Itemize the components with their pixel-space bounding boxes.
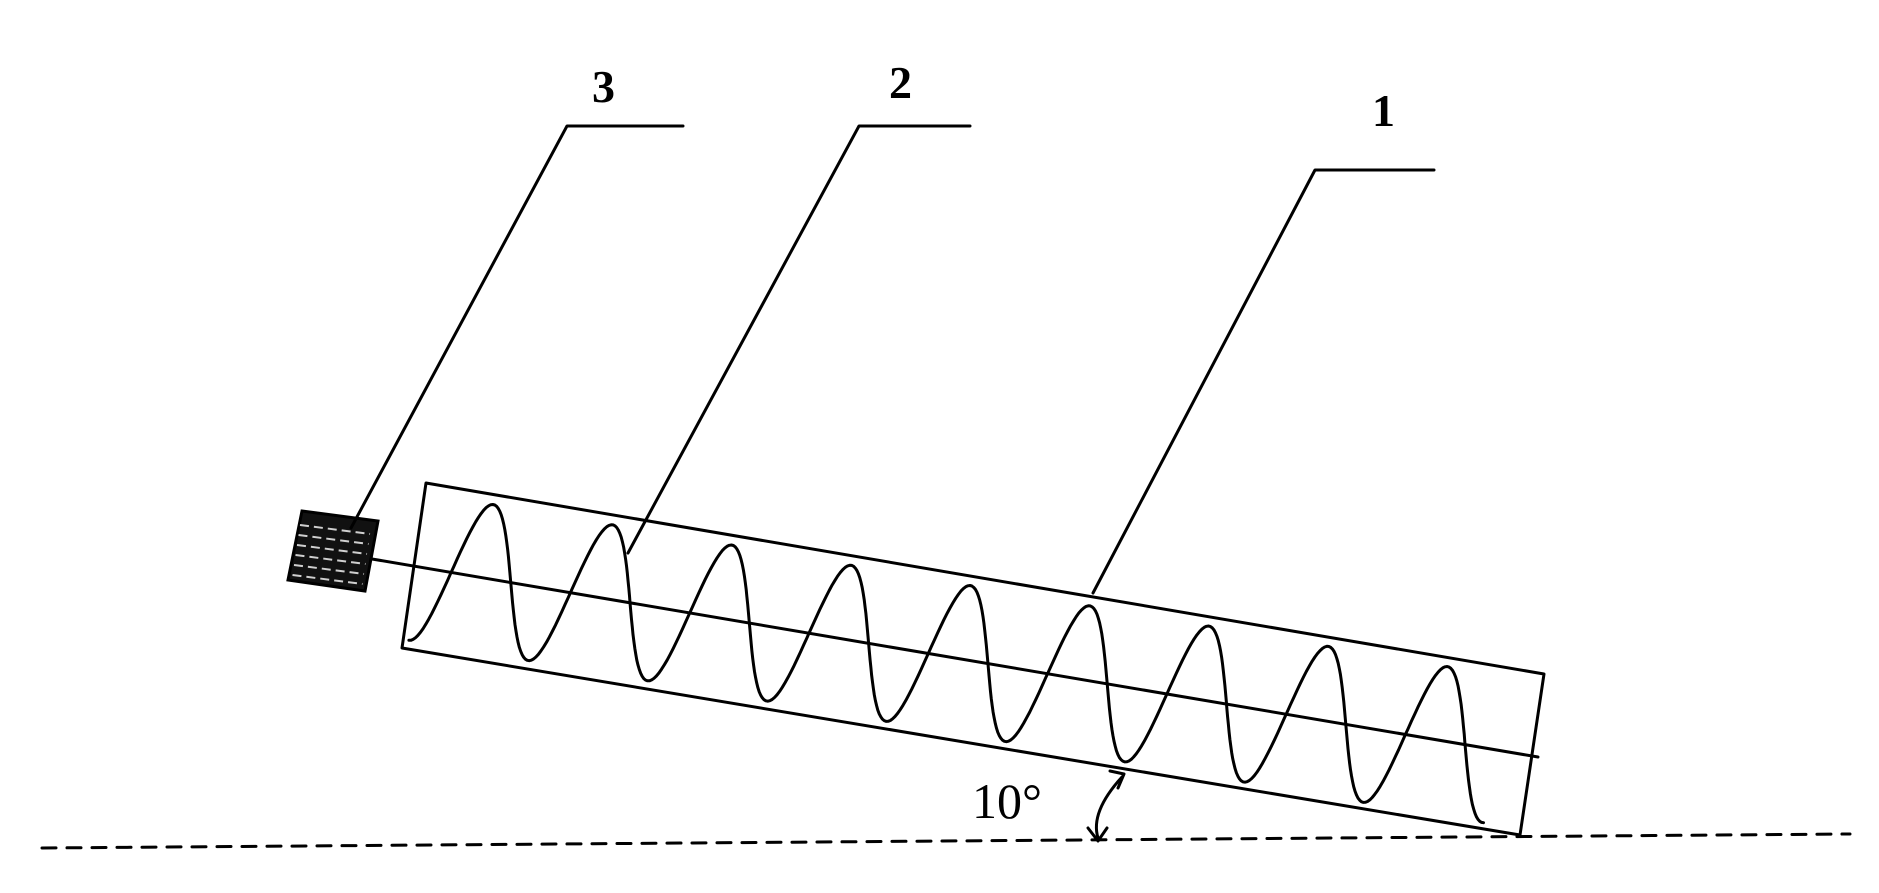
angle-arrow-bottom: [1086, 826, 1109, 843]
horizontal-reference-line: [40, 832, 1852, 850]
motor-body: [286, 509, 380, 593]
motor-rib: [299, 524, 371, 535]
motor-rib: [298, 534, 369, 545]
angle-label: 10°: [972, 773, 1042, 829]
drive-motor: [286, 509, 380, 593]
angle-arrow-top: [1108, 769, 1126, 790]
conveyor-tube: [400, 481, 1546, 837]
leader-line-1: [1091, 168, 1436, 595]
angle-arc: [1094, 775, 1124, 840]
motor-rib: [292, 574, 363, 585]
callout-label-3: 3: [592, 61, 615, 112]
screw-helix: [407, 503, 1485, 825]
motor-ribs: [292, 524, 371, 585]
leader-line-2: [626, 124, 972, 555]
motor-rib: [296, 544, 368, 555]
motor-rib: [293, 564, 365, 575]
conveyor-shaft: [370, 557, 1540, 759]
leader-line-3: [349, 124, 685, 530]
callout-label-1: 1: [1372, 85, 1395, 136]
motor-rib: [295, 554, 366, 565]
callout-label-2: 2: [889, 57, 912, 108]
